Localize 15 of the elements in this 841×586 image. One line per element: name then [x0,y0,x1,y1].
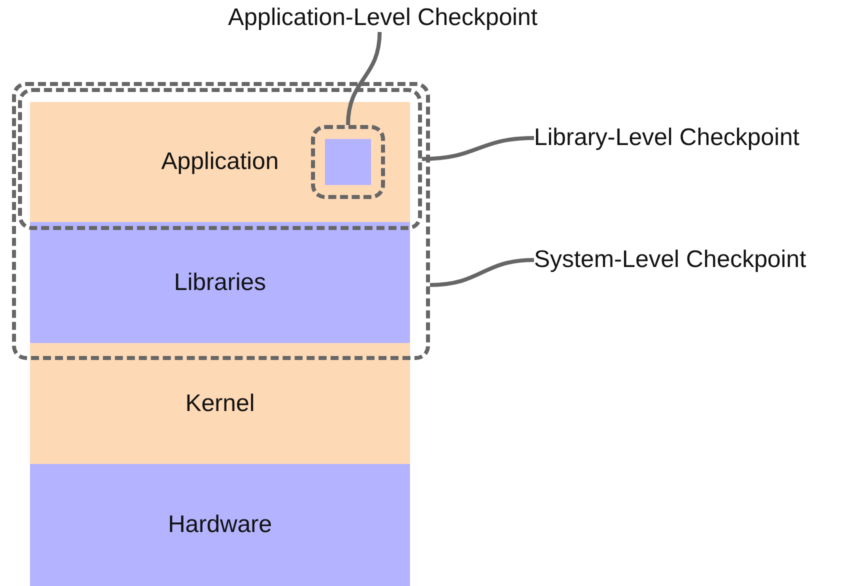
leader-line [430,258,534,287]
dashed-outline [12,82,430,360]
layer-label: Hardware [168,511,272,539]
layer-label: Application [161,148,279,176]
leader-line [422,136,534,161]
layer-block [30,222,410,343]
leader-line [346,32,382,126]
dashed-outline [18,88,422,230]
dashed-outline [311,125,385,199]
square-block [325,139,371,185]
layer-block [30,464,410,586]
layer-label: Kernel [185,390,255,418]
layer-block [30,343,410,464]
layer-label: Libraries [174,268,266,296]
layer-block [30,102,410,222]
